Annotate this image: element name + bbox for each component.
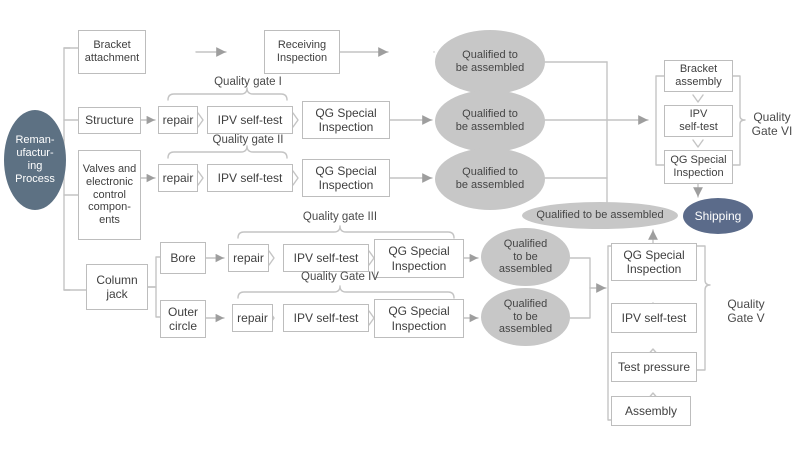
- label-quality-gate-3: Quality gate III: [302, 211, 378, 223]
- node-outer-circle[interactable]: Outer circle: [160, 300, 206, 338]
- node-gatevi-bracket-assembly[interactable]: Bracket assembly: [664, 60, 733, 92]
- node-gatevi-ipv-self-test[interactable]: IPV self-test: [664, 105, 733, 137]
- node-bracket-attachment[interactable]: Bracket attachment: [78, 30, 146, 74]
- node-valves-repair[interactable]: repair: [158, 164, 198, 192]
- node-gatev-assembly[interactable]: Assembly: [611, 396, 691, 426]
- node-outer-circle-ipv-self-test[interactable]: IPV self-test: [283, 304, 369, 332]
- ellipse-shipping[interactable]: Shipping: [683, 198, 753, 234]
- node-column-jack[interactable]: Column jack: [86, 264, 148, 310]
- node-bore[interactable]: Bore: [160, 242, 206, 274]
- label-quality-gate-5: Quality Gate V: [727, 297, 765, 326]
- node-valves-and-electronic-control-components[interactable]: Valves and electronic control compon- en…: [78, 150, 141, 240]
- node-outer-circle-repair[interactable]: repair: [232, 304, 273, 332]
- ellipse-qualified-valves[interactable]: Qualified to be assembled: [435, 148, 545, 210]
- node-receiving-inspection[interactable]: Receiving Inspection: [264, 30, 340, 74]
- ellipse-qualified-to-be-assembled-wide[interactable]: Qualified to be assembled: [522, 202, 678, 229]
- label-quality-gate-6: Quality Gate VI: [751, 110, 793, 139]
- node-bore-qg-special-inspection[interactable]: QG Special Inspection: [374, 239, 464, 278]
- node-structure[interactable]: Structure: [78, 107, 141, 134]
- node-structure-qg-special-inspection[interactable]: QG Special Inspection: [302, 101, 390, 139]
- node-bore-repair[interactable]: repair: [228, 244, 269, 272]
- node-structure-repair[interactable]: repair: [158, 106, 198, 134]
- label-quality-gate-2: Quality gate II: [212, 134, 284, 146]
- node-gatev-qg-special-inspection[interactable]: QG Special Inspection: [611, 243, 697, 281]
- label-quality-gate-1: Quality gate I: [214, 76, 282, 88]
- node-bore-ipv-self-test[interactable]: IPV self-test: [283, 244, 369, 272]
- ellipse-qualified-bore[interactable]: Qualified to be assembled: [481, 228, 570, 286]
- node-gatev-ipv-self-test[interactable]: IPV self-test: [611, 303, 697, 333]
- ellipse-qualified-bracket[interactable]: Qualified to be assembled: [435, 30, 545, 94]
- node-structure-ipv-self-test[interactable]: IPV self-test: [207, 106, 293, 134]
- node-valves-ipv-self-test[interactable]: IPV self-test: [207, 164, 293, 192]
- node-outer-circle-qg-special-inspection[interactable]: QG Special Inspection: [374, 299, 464, 338]
- node-valves-qg-special-inspection[interactable]: QG Special Inspection: [302, 159, 390, 197]
- ellipse-qualified-structure[interactable]: Qualified to be assembled: [435, 90, 545, 152]
- label-quality-gate-4: Quality Gate IV: [301, 271, 379, 283]
- node-gatev-test-pressure[interactable]: Test pressure: [611, 352, 697, 382]
- process-start-ellipse[interactable]: Reman- ufactur- ing Process: [4, 110, 66, 210]
- node-gatevi-qg-special-inspection[interactable]: QG Special Inspection: [664, 150, 733, 184]
- ellipse-qualified-outer-circle[interactable]: Qualified to be assembled: [481, 288, 570, 346]
